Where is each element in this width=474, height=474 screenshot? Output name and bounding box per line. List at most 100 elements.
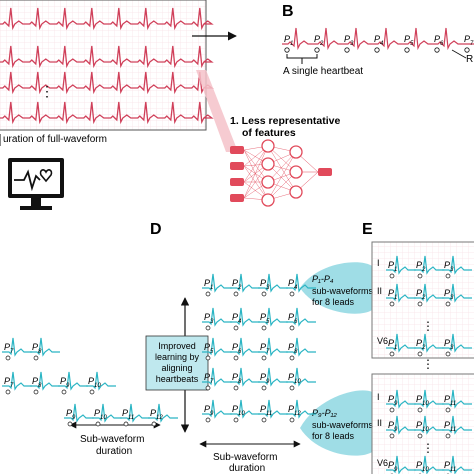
duration-label-c: duration bbox=[96, 446, 132, 457]
ecg-trace-lead-3 bbox=[0, 71, 214, 95]
peak-marker bbox=[61, 389, 67, 395]
callout-1-line-3: for 8 leads bbox=[312, 297, 355, 307]
peak-subscript: 4 bbox=[380, 41, 384, 47]
beat-trace bbox=[258, 399, 288, 419]
nn-edge bbox=[243, 165, 269, 201]
peak-label: P7 bbox=[260, 342, 270, 355]
beat-trace bbox=[414, 455, 444, 474]
beat-trace bbox=[386, 415, 416, 435]
beat-trace bbox=[202, 337, 232, 357]
peak-subscript: 10 bbox=[422, 467, 429, 473]
peak-subscript: 11 bbox=[266, 411, 272, 417]
sub-waveform-beat: P9 bbox=[64, 403, 94, 427]
beat-trace bbox=[86, 371, 116, 391]
sub-waveform-beat: P1 bbox=[386, 283, 416, 307]
nn-output-node bbox=[318, 168, 332, 176]
peak-marker bbox=[205, 325, 211, 331]
peak-marker bbox=[289, 385, 295, 391]
beat-trace bbox=[2, 371, 32, 391]
panel-label-e: E bbox=[362, 221, 373, 238]
heartbeat-bracket bbox=[286, 54, 318, 59]
peak-marker bbox=[261, 291, 267, 297]
beat-trace bbox=[414, 283, 444, 303]
peak-label: P7 bbox=[4, 342, 14, 355]
lead-label: I bbox=[377, 392, 380, 402]
lead-label: II bbox=[377, 418, 382, 428]
beat-trace bbox=[442, 389, 472, 409]
peak-subscript: 2 bbox=[421, 345, 426, 351]
sub-waveform-beat: P3 bbox=[442, 283, 472, 307]
peak-marker bbox=[445, 407, 451, 413]
callout-2-line-2: sub-waveforms bbox=[312, 420, 374, 430]
beat-trace bbox=[230, 337, 260, 357]
sub-waveform-beat: P3 bbox=[442, 333, 472, 357]
nn-edge bbox=[243, 145, 269, 199]
sub-waveform-beat: P3 bbox=[258, 273, 288, 297]
sub-waveform-beat: P2 bbox=[414, 283, 444, 307]
sub-waveform-beat: P10 bbox=[414, 389, 444, 413]
nn-edge bbox=[243, 149, 269, 183]
peak-subscript: 9 bbox=[394, 467, 398, 473]
sub-waveform-label-d: Sub-waveform bbox=[213, 452, 277, 463]
peak-label: P4 bbox=[232, 312, 242, 325]
peak-label: P8 bbox=[32, 342, 42, 355]
beat-trace bbox=[202, 273, 232, 293]
r-peak-label: R bbox=[466, 54, 473, 65]
beat-trace bbox=[64, 403, 94, 423]
peak-subscript: 10 bbox=[422, 427, 429, 433]
lead-label: I bbox=[377, 258, 380, 268]
peak-marker bbox=[233, 291, 239, 297]
peak-subscript: 2 bbox=[319, 41, 324, 47]
peak-subscript: 9 bbox=[72, 415, 76, 421]
nn-edge bbox=[243, 163, 269, 199]
problem-line-2: of features bbox=[242, 127, 296, 139]
peak-subscript: 7 bbox=[10, 349, 14, 355]
box-1-ellipsis: ⋮ bbox=[422, 319, 434, 333]
sub-waveform-beat: P4 bbox=[286, 273, 316, 297]
sub-waveform-beat: P10 bbox=[92, 403, 122, 427]
peak-subscript: 5 bbox=[210, 349, 214, 355]
peak-marker bbox=[289, 355, 295, 361]
peak-marker bbox=[205, 385, 211, 391]
nn-edge bbox=[267, 151, 297, 201]
peak-subscript: 7 bbox=[10, 383, 14, 389]
peak-marker bbox=[464, 47, 470, 53]
peak-subscript: 1 bbox=[394, 267, 397, 273]
peak-subscript: 10 bbox=[422, 401, 429, 407]
beat-trace bbox=[148, 403, 178, 423]
peak-subscript: 1 bbox=[290, 41, 293, 47]
ecg-trace-lead-4 bbox=[0, 101, 214, 125]
peak-marker bbox=[445, 351, 451, 357]
improved-line-4: heartbeats bbox=[156, 374, 199, 384]
peak-marker bbox=[5, 389, 11, 395]
peak-label: P1 bbox=[388, 338, 397, 351]
sub-waveform-beat: P3 bbox=[442, 255, 472, 279]
peak-marker bbox=[205, 291, 211, 297]
peak-label: P6 bbox=[288, 312, 298, 325]
beat-trace bbox=[442, 455, 472, 474]
nn-hidden-node bbox=[289, 185, 303, 199]
peak-marker bbox=[95, 421, 101, 427]
peak-subscript: 3 bbox=[450, 295, 454, 301]
nn-input-node bbox=[230, 178, 244, 186]
peak-marker bbox=[389, 273, 395, 279]
peak-subscript: 11 bbox=[450, 467, 456, 473]
panel-label-d: D bbox=[150, 221, 162, 238]
peak-marker bbox=[445, 273, 451, 279]
sub-waveform-beat: P9 bbox=[258, 367, 288, 391]
peak-marker bbox=[389, 301, 395, 307]
peak-label: P12 bbox=[288, 404, 301, 417]
peak-label: P2 bbox=[416, 260, 426, 273]
sub-waveform-beat: P1 bbox=[386, 255, 416, 279]
peak-marker bbox=[417, 433, 423, 439]
peak-label: P4 bbox=[288, 278, 298, 291]
peak-marker bbox=[284, 47, 290, 53]
nn-edge bbox=[243, 149, 269, 201]
beat-trace bbox=[258, 367, 288, 387]
peak-subscript: 7 bbox=[470, 41, 474, 47]
improved-line-2: learning by bbox=[155, 352, 200, 362]
leads-ellipsis: ⋮ bbox=[40, 83, 54, 99]
peak-label: P10 bbox=[288, 372, 301, 385]
